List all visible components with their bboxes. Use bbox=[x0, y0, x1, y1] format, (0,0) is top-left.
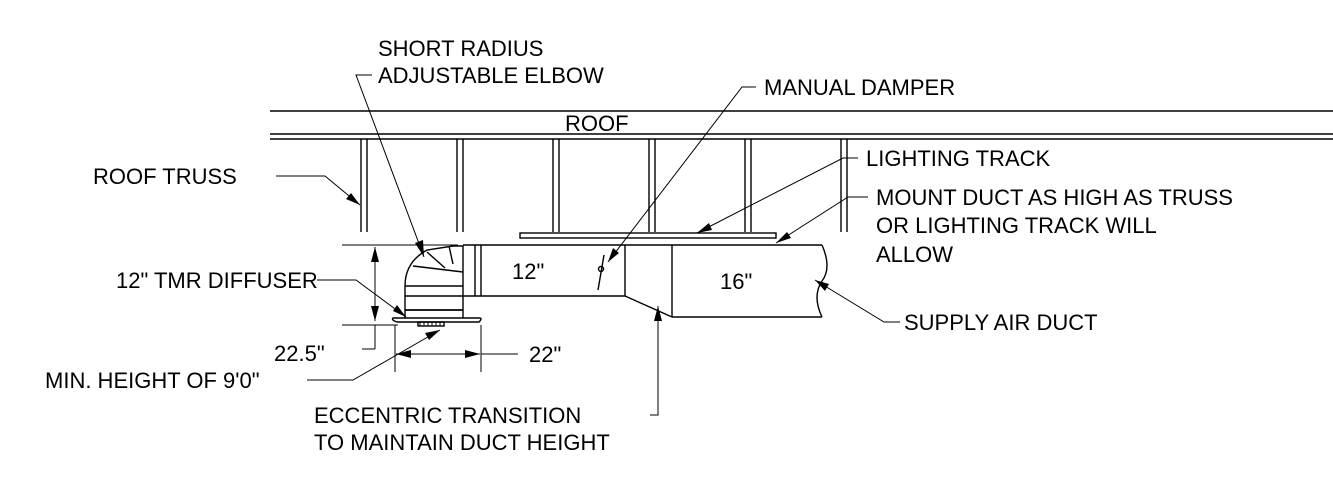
duct-16-label: 16" bbox=[720, 269, 752, 294]
roof-label: ROOF bbox=[565, 111, 629, 136]
height-dimension bbox=[342, 247, 398, 350]
duct-16in bbox=[672, 244, 828, 318]
adjustable-elbow bbox=[404, 245, 464, 311]
mount-duct-label-line3: ALLOW bbox=[876, 242, 953, 267]
eccentric-transition-label-line2: TO MAINTAIN DUCT HEIGHT bbox=[314, 430, 610, 455]
width-dimension bbox=[394, 325, 518, 372]
duct-12in bbox=[463, 244, 626, 297]
supply-air-duct-label: SUPPLY AIR DUCT bbox=[904, 310, 1098, 335]
leaders bbox=[276, 74, 900, 416]
mount-duct-label-line2: OR LIGHTING TRACK WILL bbox=[876, 213, 1157, 238]
dim-22-5-label: 22.5" bbox=[274, 341, 325, 366]
roof bbox=[270, 110, 1333, 140]
mount-duct-label-line1: MOUNT DUCT AS HIGH AS TRUSS bbox=[876, 185, 1233, 210]
roof-truss-label: ROOF TRUSS bbox=[93, 164, 237, 189]
roof-truss-members bbox=[360, 139, 848, 232]
dim-22-label: 22" bbox=[529, 342, 561, 367]
tmr-diffuser-label: 12" TMR DIFFUSER bbox=[116, 268, 318, 293]
min-height-label: MIN. HEIGHT OF 9'0" bbox=[45, 368, 260, 393]
eccentric-transition bbox=[624, 244, 673, 318]
short-radius-label-line2: ADJUSTABLE ELBOW bbox=[378, 63, 604, 88]
short-radius-label-line1: SHORT RADIUS bbox=[378, 36, 543, 61]
lighting-track bbox=[519, 232, 777, 239]
manual-damper-label: MANUAL DAMPER bbox=[764, 75, 955, 100]
eccentric-transition-label-line1: ECCENTRIC TRANSITION bbox=[314, 403, 581, 428]
tmr-diffuser bbox=[391, 309, 482, 327]
lighting-track-label: LIGHTING TRACK bbox=[866, 146, 1051, 171]
duct-12-label: 12" bbox=[512, 259, 544, 284]
